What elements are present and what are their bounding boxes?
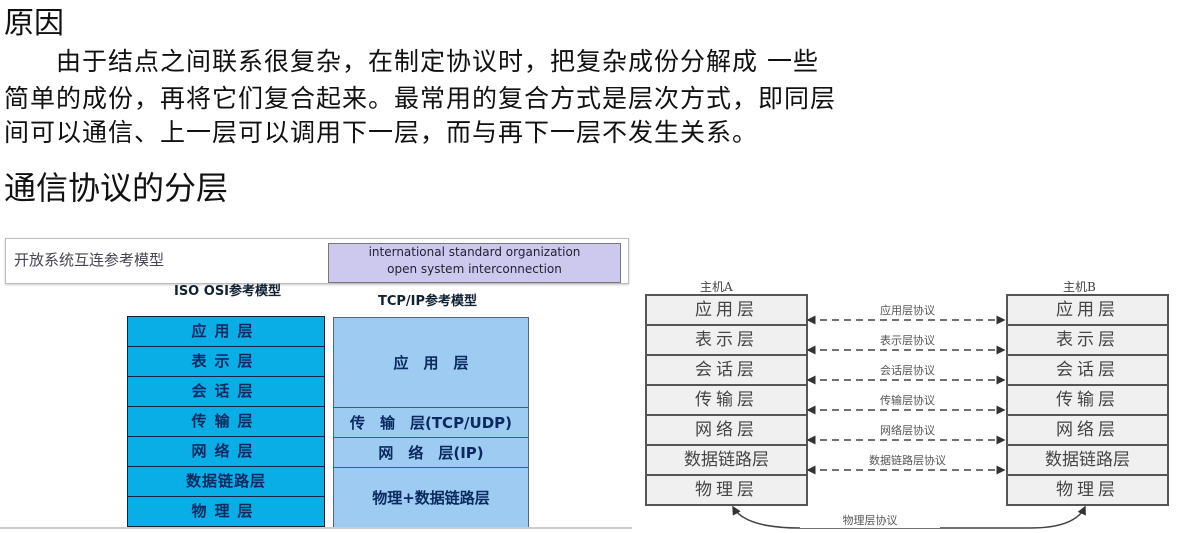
- protocol-label: 网络层协议: [880, 424, 935, 437]
- tcp-layer: 应 用 层: [334, 318, 528, 408]
- osi-layer: 数据链路层: [128, 467, 324, 497]
- host-a-layer: 网络层: [647, 416, 806, 446]
- host-b-layer: 表示层: [1008, 326, 1167, 356]
- section-title: 通信协议的分层: [4, 169, 229, 207]
- host-a-layer: 数据链路层: [647, 446, 806, 476]
- osi-layer: 表示层: [128, 347, 324, 377]
- host-a-layer: 表示层: [647, 326, 806, 356]
- osi-layer: 网络层: [128, 437, 324, 467]
- host-b-layer: 网络层: [1008, 416, 1167, 446]
- host-a-layer: 传输层: [647, 386, 806, 416]
- protocol-label: 表示层协议: [880, 334, 935, 347]
- model-banner: 开放系统互连参考模型: [5, 238, 629, 284]
- tcp-stack: 应 用 层 传 输 层(TCP/UDP) 网 络 层(IP) 物理+数据链路层: [333, 317, 529, 528]
- host-b-layer: 传输层: [1008, 386, 1167, 416]
- osi-layer: 应用层: [128, 317, 324, 347]
- banner-en-line-1: international standard organization: [368, 245, 581, 259]
- banner-label: 开放系统互连参考模型: [14, 251, 165, 269]
- host-a-layer: 物理层: [695, 480, 758, 500]
- tcp-layer: 传 输 层(TCP/UDP): [334, 408, 528, 438]
- protocol-label: 传输层协议: [880, 394, 935, 407]
- divider: [0, 527, 632, 529]
- physical-link-curve: [732, 505, 1086, 529]
- osi-layer: 会话层: [128, 377, 324, 407]
- host-b-layer: 物理层: [1056, 480, 1119, 500]
- banner-en-line-2: open system interconnection: [387, 262, 562, 276]
- protocol-label: 数据链路层协议: [869, 454, 946, 467]
- host-a-layer: 应用层: [647, 296, 806, 326]
- osi-layer: 物理层: [191, 502, 261, 520]
- physical-protocol-label: 物理层协议: [800, 512, 940, 528]
- host-a-layer: 会话层: [647, 356, 806, 386]
- banner-english: international standard organization open…: [328, 243, 621, 283]
- host-a-label: 主机A: [700, 280, 733, 294]
- tcp-layer: 物理+数据链路层: [372, 489, 490, 507]
- host-b-layer: 会话层: [1008, 356, 1167, 386]
- osi-title: ISO OSI参考模型: [173, 284, 282, 299]
- host-b-layer: 数据链路层: [1008, 446, 1167, 476]
- osi-stack: 应用层 表示层 会话层 传输层 网络层 数据链路层 物理层: [127, 316, 325, 527]
- host-b-layer: 应用层: [1008, 296, 1167, 326]
- protocol-label: 会话层协议: [880, 364, 935, 377]
- paragraph-line-2: 简单的成份，再将它们复合起来。最常用的复合方式是层次方式，即同层: [4, 84, 837, 113]
- osi-layer: 传输层: [128, 407, 324, 437]
- tcp-title: TCP/IP参考模型: [377, 294, 478, 309]
- host-b-stack: 应用层 表示层 会话层 传输层 网络层 数据链路层 物理层: [1006, 294, 1169, 506]
- host-a-stack: 应用层 表示层 会话层 传输层 网络层 数据链路层 物理层: [645, 294, 808, 506]
- paragraph-line-3: 间可以通信、上一层可以调用下一层，而与再下一层不发生关系。: [4, 118, 759, 147]
- protocol-label: 应用层协议: [880, 304, 935, 317]
- tcp-layer: 网 络 层(IP): [334, 438, 528, 468]
- paragraph-line-1: 由于结点之间联系很复杂，在制定协议时，把复杂成份分解成 一些: [4, 47, 819, 76]
- heading-reason: 原因: [4, 6, 64, 41]
- host-b-label: 主机B: [1063, 280, 1096, 294]
